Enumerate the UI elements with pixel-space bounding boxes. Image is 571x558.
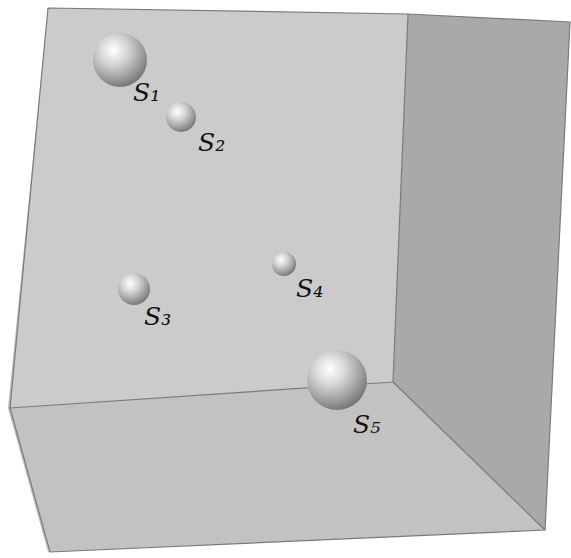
sphere-label: S₃ [144,304,171,329]
sphere [166,102,196,132]
floor [10,382,545,552]
sphere-label: S₂ [198,130,225,155]
sphere [272,252,296,276]
sphere-label: S₁ [133,80,160,105]
back-wall [10,8,408,408]
left-edge [8,8,50,552]
sphere [307,350,367,410]
sphere-label: S₅ [353,412,380,437]
sphere-label: S₄ [296,276,323,301]
sphere [118,273,150,305]
spheres [93,33,367,410]
cube-edges [10,8,570,552]
sphere [93,33,147,87]
